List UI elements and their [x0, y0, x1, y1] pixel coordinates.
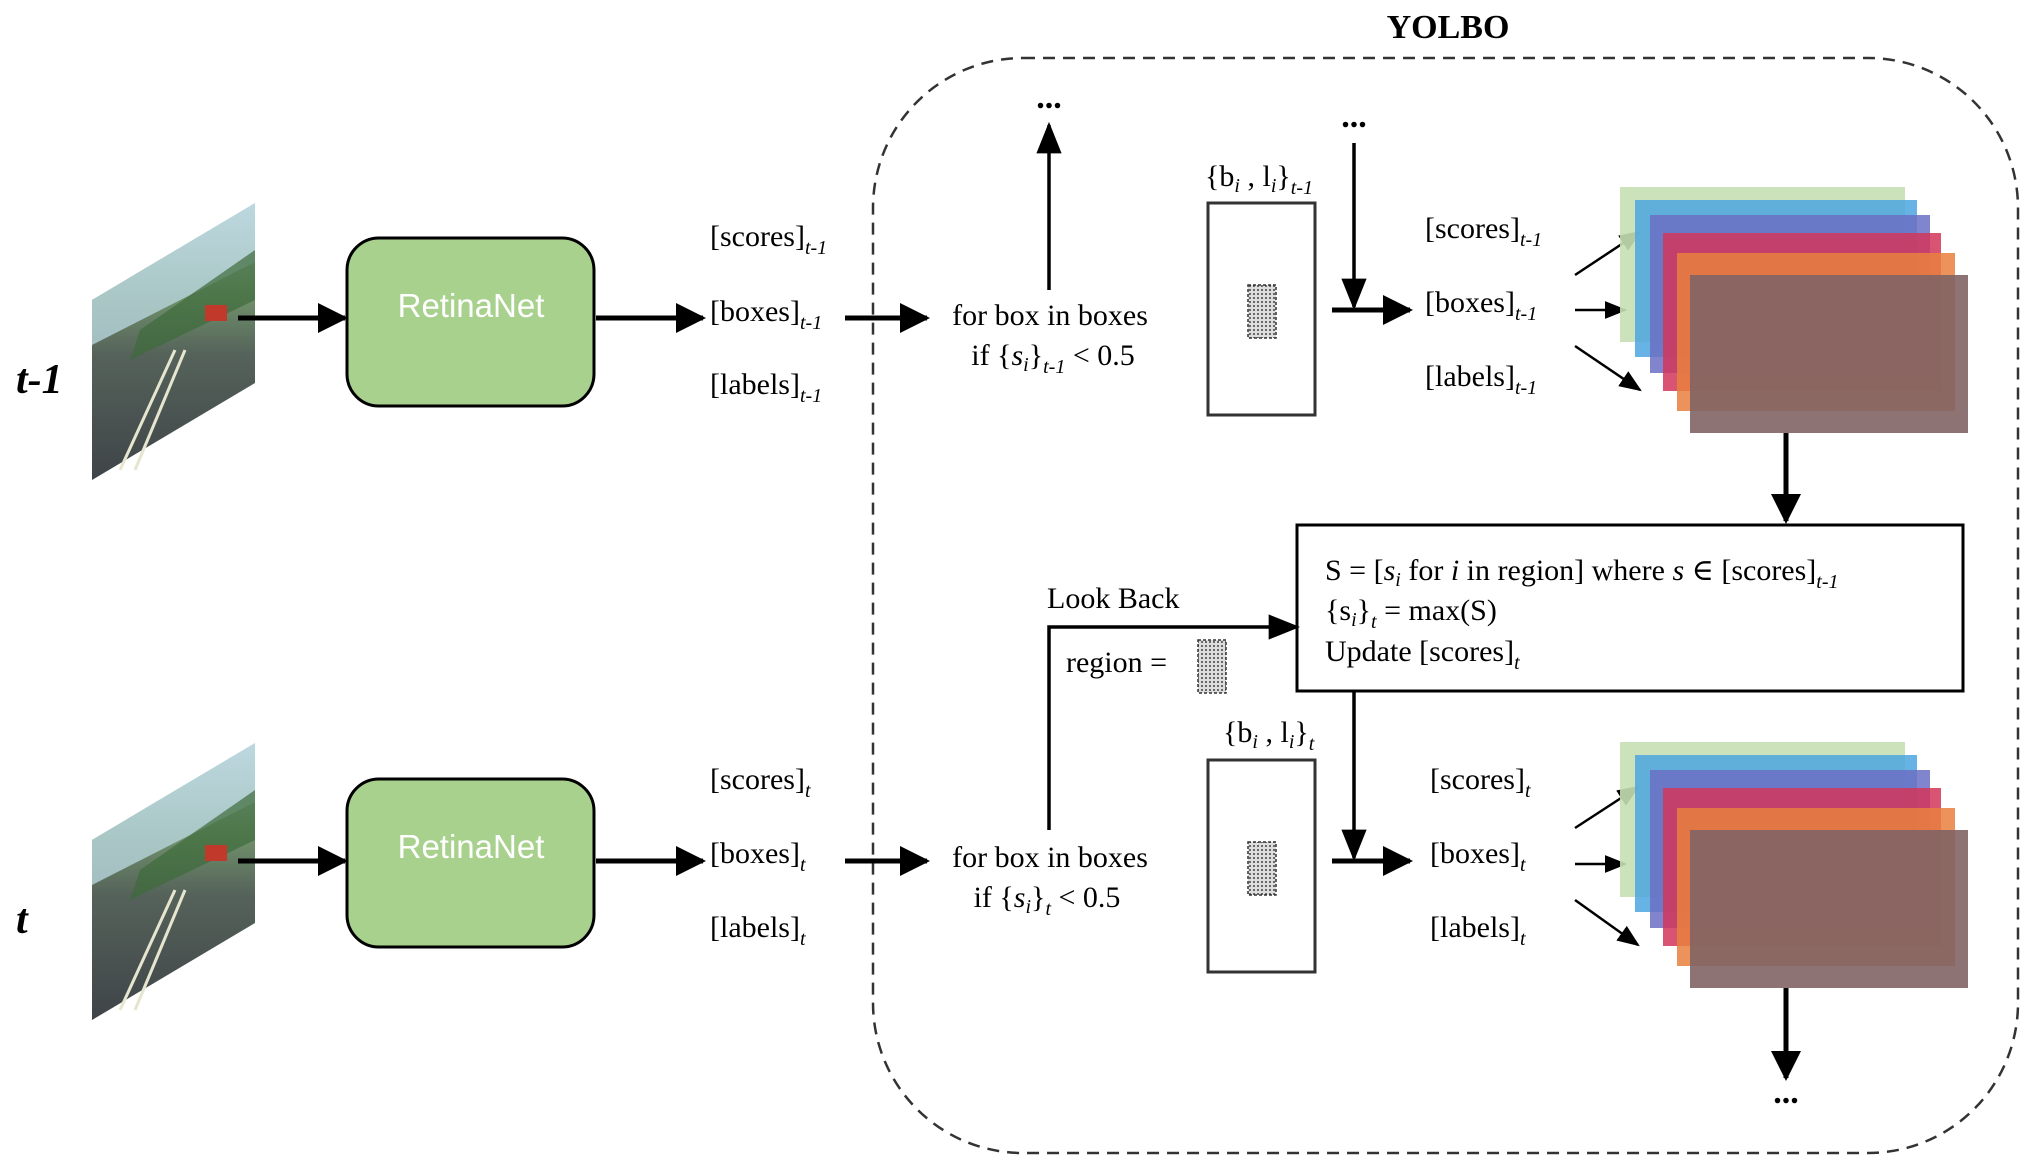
- ellipsis-top-left: ...: [1036, 79, 1062, 116]
- yolbo-title: YOLBO: [1387, 9, 1510, 46]
- retinanet-label-curr: RetinaNet: [398, 828, 545, 865]
- output-labels-curr: [labels]t: [710, 911, 806, 950]
- loop-line1-curr: for box in boxes: [952, 841, 1148, 874]
- lookback-label: Look Back: [1047, 582, 1179, 615]
- region-patch-lookback: [1197, 639, 1227, 694]
- output-boxes-curr: [boxes]t: [710, 837, 806, 876]
- ellipsis-top-right: ...: [1341, 98, 1367, 135]
- frame-image-curr: [92, 743, 255, 1020]
- box-output-labels-curr: [labels]t: [1430, 911, 1526, 950]
- output-labels-prev: [labels]t-1: [710, 368, 822, 407]
- lookback-arrow: [1047, 614, 1301, 830]
- region-patch-prev: [1247, 284, 1277, 339]
- box-output-scores-curr: [scores]t: [1430, 763, 1531, 802]
- update-box: [1295, 523, 1965, 693]
- output-scores-prev: [scores]t-1: [710, 220, 827, 259]
- output-boxes-prev: [boxes]t-1: [710, 295, 822, 334]
- region-patch-curr: [1247, 841, 1277, 896]
- update-line-1: S = [si for i in region] where s ∈ [scor…: [1325, 554, 1839, 593]
- yolbo-container: [871, 56, 2020, 1155]
- box-output-boxes-curr: [boxes]t: [1430, 837, 1526, 876]
- retinanet-block-prev: [345, 236, 596, 408]
- feature-stack-curr: [1620, 742, 1968, 988]
- box-output-boxes-prev: [boxes]t-1: [1425, 286, 1537, 325]
- region-label: region =: [1066, 646, 1167, 679]
- update-line-2: {si}t = max(S): [1325, 594, 1497, 633]
- box-output-labels-prev: [labels]t-1: [1425, 360, 1537, 399]
- update-line-3: Update [scores]t: [1325, 635, 1520, 674]
- feature-stack-prev: [1620, 187, 1968, 433]
- retinanet-block-curr: [345, 777, 596, 949]
- loop-line1-prev: for box in boxes: [952, 299, 1148, 332]
- loop-line2-prev: if {si}t-1 < 0.5: [971, 339, 1135, 378]
- ellipsis-bottom: ...: [1773, 1074, 1799, 1111]
- time-label-curr: t: [16, 897, 29, 943]
- output-scores-curr: [scores]t: [710, 763, 811, 802]
- bl-label-curr: {bi , li}t: [1223, 716, 1315, 755]
- arrow-labels-to-stack-prev: [1574, 344, 1642, 392]
- frame-box-prev: [1206, 201, 1317, 417]
- retinanet-label-prev: RetinaNet: [398, 287, 545, 324]
- arrow-labels-to-stack-curr: [1574, 898, 1640, 947]
- frame-image-prev: [92, 203, 255, 480]
- box-output-scores-prev: [scores]t-1: [1425, 212, 1542, 251]
- loop-line2-curr: if {si}t < 0.5: [974, 881, 1121, 920]
- time-label-prev: t-1: [16, 357, 63, 403]
- bl-label-prev: {bi , li}t-1: [1205, 160, 1313, 199]
